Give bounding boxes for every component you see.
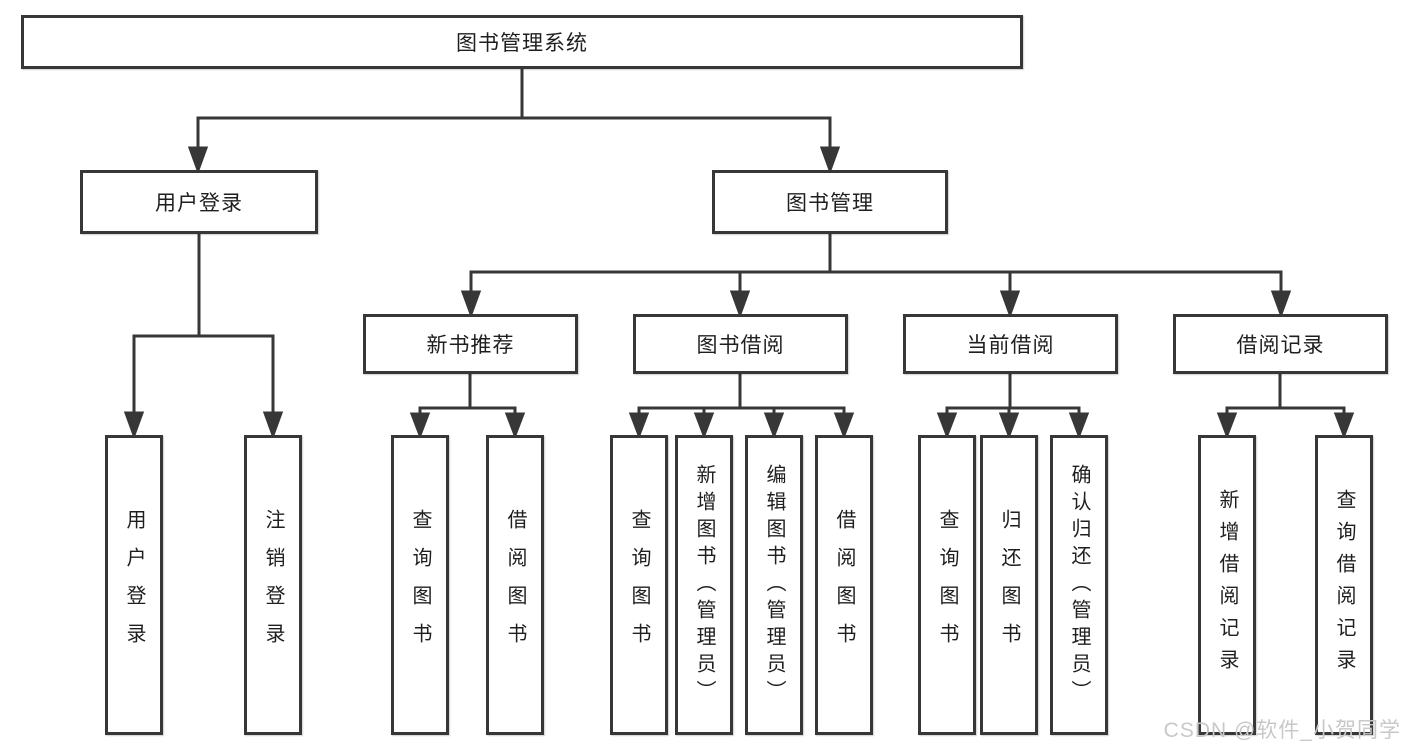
leaf-rec-borrow-books: 借阅图书 (486, 435, 544, 735)
leaf-rec-query-books-label: 查询图书 (409, 509, 431, 661)
node-borrow-records: 借阅记录 (1173, 314, 1388, 374)
node-root: 图书管理系统 (21, 15, 1023, 69)
leaf-borrow-add-book-label: 新增图书（管理员） (693, 463, 715, 707)
node-current-borrow-label: 当前借阅 (966, 334, 1055, 357)
leaf-borrow-query-books-label: 查询图书 (628, 509, 650, 661)
leaf-records-query-label: 查询借阅记录 (1333, 489, 1355, 681)
leaf-current-return-book: 归还图书 (980, 435, 1038, 735)
leaf-current-query-books: 查询图书 (918, 435, 976, 735)
leaf-borrow-book: 借阅图书 (815, 435, 873, 735)
leaf-borrow-edit-book-label: 编辑图书（管理员） (763, 463, 785, 707)
node-book-borrow-label: 图书借阅 (696, 334, 785, 357)
leaf-user-login-label: 用户登录 (123, 509, 145, 661)
node-book-borrow: 图书借阅 (633, 314, 848, 374)
leaf-current-return-book-label: 归还图书 (998, 509, 1020, 661)
leaf-user-login: 用户登录 (105, 435, 163, 735)
leaf-current-confirm-return-label: 确认归还（管理员） (1068, 463, 1090, 707)
leaf-borrow-add-book: 新增图书（管理员） (675, 435, 733, 735)
node-book-management-label: 图书管理 (786, 192, 874, 215)
leaf-rec-query-books: 查询图书 (391, 435, 449, 735)
node-new-book-recommend: 新书推荐 (363, 314, 578, 374)
node-book-management: 图书管理 (712, 170, 948, 234)
leaf-borrow-book-label: 借阅图书 (833, 509, 855, 661)
node-borrow-records-label: 借阅记录 (1236, 334, 1325, 357)
leaf-current-query-books-label: 查询图书 (936, 509, 958, 661)
leaf-borrow-query-books: 查询图书 (610, 435, 668, 735)
leaf-current-confirm-return: 确认归还（管理员） (1050, 435, 1108, 735)
leaf-rec-borrow-books-label: 借阅图书 (504, 509, 526, 661)
leaf-borrow-edit-book: 编辑图书（管理员） (745, 435, 803, 735)
node-user-login-label: 用户登录 (155, 192, 243, 215)
leaf-records-add: 新增借阅记录 (1198, 435, 1256, 735)
leaf-logout-label: 注销登录 (262, 509, 284, 661)
node-root-label: 图书管理系统 (456, 32, 588, 55)
node-current-borrow: 当前借阅 (903, 314, 1118, 374)
leaf-records-query: 查询借阅记录 (1315, 435, 1373, 735)
leaf-logout: 注销登录 (244, 435, 302, 735)
csdn-watermark: CSDN @软件_小贺同学 (1163, 719, 1401, 742)
node-new-book-recommend-label: 新书推荐 (426, 334, 515, 357)
leaf-records-add-label: 新增借阅记录 (1216, 489, 1238, 681)
node-user-login: 用户登录 (80, 170, 318, 234)
